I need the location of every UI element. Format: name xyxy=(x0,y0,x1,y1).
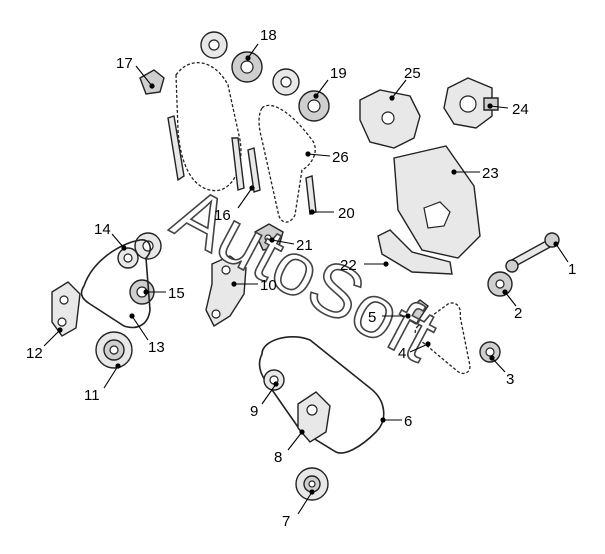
chain-guide-left xyxy=(167,115,185,182)
leader-dots xyxy=(57,55,559,495)
callout-23: 23 xyxy=(482,165,499,182)
callout-14: 14 xyxy=(94,221,111,238)
callout-16: 16 xyxy=(214,207,231,224)
pulley-9 xyxy=(263,369,285,391)
water-pump-24 xyxy=(443,77,499,129)
chain-4 xyxy=(414,302,471,375)
guide-20 xyxy=(305,175,317,215)
callout-17: 17 xyxy=(116,55,133,72)
callout-6: 6 xyxy=(404,413,412,430)
belt-13 xyxy=(80,239,152,329)
callout-9: 9 xyxy=(250,403,258,420)
callout-21: 21 xyxy=(296,237,313,254)
callout-18: 18 xyxy=(260,27,277,44)
sprocket-top-left xyxy=(200,31,228,59)
bracket-12 xyxy=(51,281,81,337)
gear-3 xyxy=(479,341,501,363)
pulley-7 xyxy=(295,467,329,501)
belt-6 xyxy=(258,336,385,454)
tensioner-8 xyxy=(297,391,331,443)
callout-19: 19 xyxy=(330,65,347,82)
callout-labels: 1 2 3 4 5 6 7 8 9 10 11 12 13 14 15 16 1… xyxy=(26,27,576,530)
callout-5: 5 xyxy=(368,309,376,326)
callout-24: 24 xyxy=(512,101,529,118)
tensioner-17 xyxy=(139,69,165,95)
callout-22: 22 xyxy=(340,257,357,274)
leader-lines xyxy=(43,43,569,515)
callout-15: 15 xyxy=(168,285,185,302)
guide-rail-22 xyxy=(377,229,453,275)
sprocket-19 xyxy=(298,90,330,122)
gear-2 xyxy=(487,271,513,297)
callout-10: 10 xyxy=(260,277,277,294)
callout-26: 26 xyxy=(332,149,349,166)
shaft-1 xyxy=(505,232,560,273)
callout-1: 1 xyxy=(568,261,576,278)
timing-cover-23 xyxy=(393,145,481,259)
housing-25-port xyxy=(381,111,395,125)
callout-13: 13 xyxy=(148,339,165,356)
callout-3: 3 xyxy=(506,371,514,388)
pulley-11 xyxy=(95,331,133,369)
sprocket-mid xyxy=(272,68,300,96)
callout-8: 8 xyxy=(274,449,282,466)
sprocket-18 xyxy=(231,51,263,83)
tensioner-assembly-10 xyxy=(205,255,247,328)
callout-7: 7 xyxy=(282,513,290,530)
callout-11: 11 xyxy=(84,387,100,404)
chain-26 xyxy=(258,104,316,223)
chain-guide-16 xyxy=(231,137,245,191)
callout-20: 20 xyxy=(338,205,355,222)
callout-2: 2 xyxy=(514,305,522,322)
chain-guide-mid xyxy=(247,147,261,193)
timing-chain xyxy=(175,62,242,192)
callout-25: 25 xyxy=(404,65,421,82)
callout-4: 4 xyxy=(398,345,406,362)
callout-12: 12 xyxy=(26,345,43,362)
